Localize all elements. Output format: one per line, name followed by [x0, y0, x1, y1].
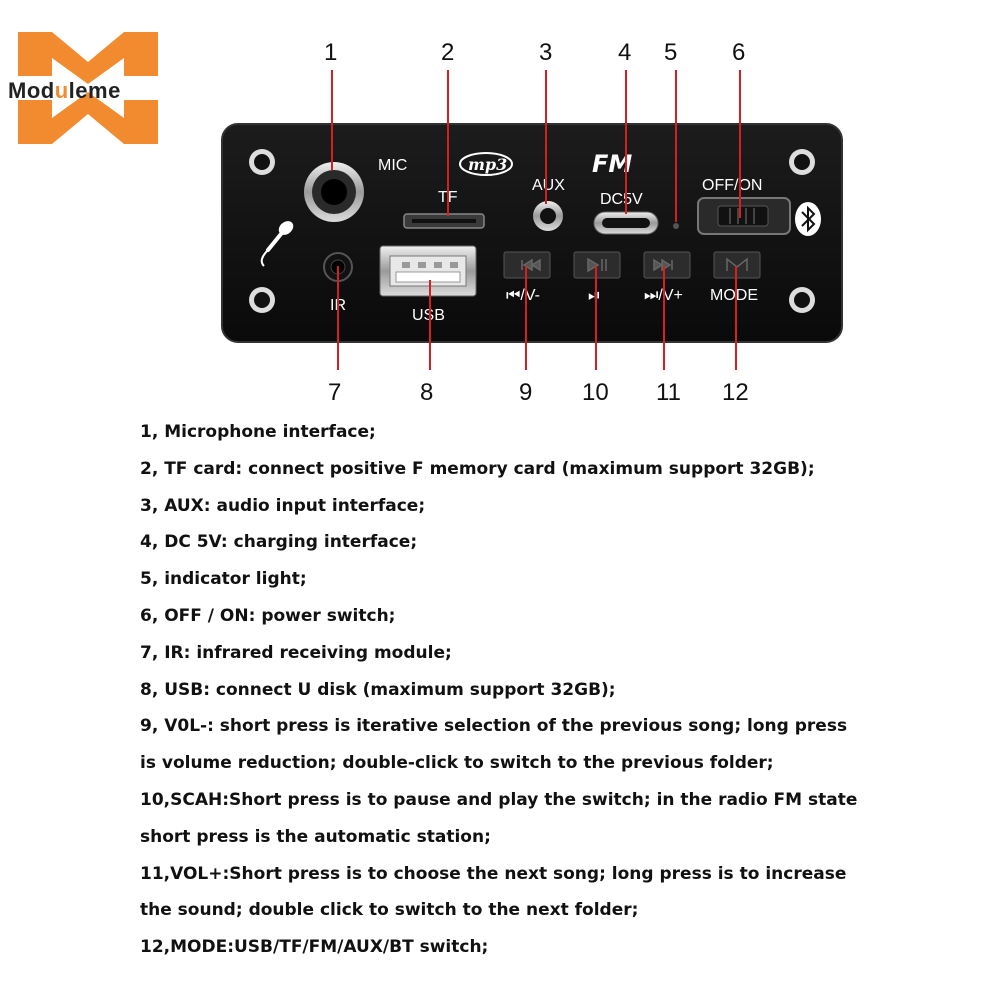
description-line: 10,SCAH:Short press is to pause and play…	[140, 789, 858, 810]
prev-track-icon	[521, 258, 541, 272]
screw-hole	[789, 287, 815, 313]
logo-m-shape	[18, 32, 158, 84]
mp3-logo: mp3	[459, 152, 513, 176]
next-volume-up-button[interactable]	[643, 251, 691, 279]
mic-jack[interactable]	[304, 162, 364, 222]
screw-hole	[249, 287, 275, 313]
callout-number: 6	[732, 39, 745, 66]
callout-number: 11	[656, 379, 681, 406]
power-switch[interactable]	[697, 197, 791, 235]
microphone-icon	[260, 221, 294, 267]
aux-label: AUX	[532, 177, 565, 194]
description-line: 1, Microphone interface;	[140, 422, 376, 442]
prev-volume-down-label: ⏮/V-	[506, 287, 540, 304]
aux-jack[interactable]	[533, 201, 563, 231]
description-line: the sound; double click to switch to the…	[140, 900, 639, 921]
indicator-led	[673, 223, 679, 229]
callout-number: 7	[328, 379, 341, 406]
callout-number: 1	[324, 39, 337, 66]
description-line: 11,VOL+:Short press is to choose the nex…	[140, 863, 847, 884]
callout-number: 9	[519, 379, 532, 406]
callout-number: 4	[618, 39, 631, 66]
description-line: 2, TF card: connect positive F memory ca…	[140, 458, 815, 479]
mic-label: MIC	[378, 157, 407, 174]
callout-number: 12	[722, 379, 749, 406]
callout-lines	[331, 70, 741, 370]
callout-number: 5	[664, 39, 677, 66]
prev-volume-down-button[interactable]	[503, 251, 551, 279]
screw-hole	[249, 149, 275, 175]
callout-number: 3	[539, 39, 552, 66]
dc5v-label: DC5V	[600, 191, 643, 208]
front-panel	[221, 123, 843, 343]
logo-wordmark: Moduleme	[8, 78, 121, 103]
module-diagram: MIC IR mp3 TF USB AUX FM DC5V OFF/ON	[221, 39, 843, 406]
callout-number: 10	[582, 379, 609, 406]
description-line: 8, USB: connect U disk (maximum support …	[140, 679, 616, 700]
description-line: 7, IR: infrared receiving module;	[140, 642, 452, 663]
description-line: is volume reduction; double-click to swi…	[140, 753, 774, 774]
play-pause-icon	[587, 257, 607, 273]
description-list: 1, Microphone interface; 2, TF card: con…	[140, 414, 980, 966]
usb-port[interactable]	[379, 245, 477, 297]
mode-button[interactable]	[713, 251, 761, 279]
svg-text:mp3: mp3	[468, 155, 507, 174]
description-line: 5, indicator light;	[140, 569, 307, 590]
mode-label: MODE	[710, 287, 758, 304]
callout-number: 8	[420, 379, 433, 406]
play-pause-label: ⏯	[588, 287, 601, 304]
tf-slot-opening	[412, 219, 476, 223]
description-line: 9, V0L-: short press is iterative select…	[140, 716, 848, 737]
description-line: 4, DC 5V: charging interface;	[140, 532, 418, 553]
description-line: 6, OFF / ON: power switch;	[140, 605, 396, 626]
usb-label: USB	[412, 307, 445, 324]
description-line: 3, AUX: audio input interface;	[140, 495, 426, 516]
bluetooth-icon	[795, 202, 821, 236]
play-pause-button[interactable]	[573, 251, 621, 279]
usb-c-port[interactable]	[593, 211, 659, 235]
logo-w-shape	[18, 92, 158, 144]
description-line: 12,MODE:USB/TF/FM/AUX/BT switch;	[140, 937, 489, 958]
callout-number: 2	[441, 39, 454, 66]
moduleme-logo	[18, 32, 158, 144]
screw-hole	[789, 149, 815, 175]
next-track-icon	[653, 258, 673, 272]
offon-label: OFF/ON	[702, 177, 762, 194]
description-line: short press is the automatic station;	[140, 826, 491, 847]
